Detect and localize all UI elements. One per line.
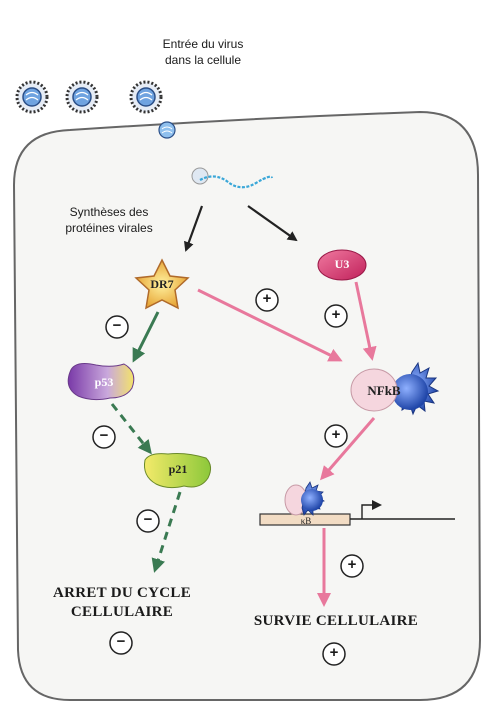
- minus-sign-circle: [92, 425, 116, 449]
- synthesis-label: Synthèses des protéines virales: [44, 204, 174, 236]
- plus-sign-circle: [322, 642, 346, 666]
- cell-cycle-arrest-label: ARRET DU CYCLE CELLULAIRE: [22, 584, 222, 622]
- u3-ellipse: [317, 249, 367, 281]
- synthesis-line1: Synthèses des: [69, 205, 149, 219]
- plus-sign-circle: [324, 304, 348, 328]
- virus-entry-label: Entrée du virus dans la cellule: [138, 36, 268, 68]
- dna-with-nfkb: [259, 481, 455, 526]
- plus-sign: +: [347, 556, 357, 573]
- u3-label: U3: [334, 257, 350, 271]
- plus-sign-circle: [255, 288, 279, 312]
- arrow-to-u3: [247, 205, 298, 242]
- p21-protein: [144, 453, 212, 489]
- minus-sign: −: [116, 633, 126, 650]
- virus-entry-line2: dans la cellule: [164, 53, 242, 67]
- arrest-line2: CELLULAIRE: [70, 604, 174, 620]
- minus-sign-circle: [105, 315, 129, 339]
- arrow-u3-to-nfkb: [354, 281, 377, 361]
- nfkb-complex: [350, 361, 440, 416]
- plus-sign-circle: [324, 424, 348, 448]
- virus-capsid-entering: [158, 121, 176, 139]
- virus-particle: [129, 80, 163, 114]
- p21-label: p21: [168, 462, 188, 476]
- minus-sign-circle: [136, 509, 160, 533]
- virus-particle: [15, 80, 49, 114]
- plus-sign-circle: [340, 554, 364, 578]
- arrow-dr7-to-nfkb: [197, 288, 343, 362]
- minus-sign: −: [143, 511, 153, 528]
- arrest-line1: ARRET DU CYCLE: [52, 585, 192, 601]
- minus-sign: −: [112, 317, 122, 334]
- arrow-p53-to-p21: [110, 403, 152, 455]
- synthesis-line2: protéines virales: [65, 221, 153, 235]
- arrow-dr7-to-p53: [132, 311, 160, 363]
- minus-sign-circle: [109, 631, 133, 655]
- viral-genome: [191, 167, 274, 189]
- virus-particle: [65, 80, 99, 114]
- dr7-star: [134, 258, 190, 310]
- plus-sign: +: [331, 306, 341, 323]
- plus-sign: +: [262, 290, 272, 307]
- p53-label: p53: [94, 375, 114, 389]
- p53-protein: [67, 363, 135, 401]
- dr7-label: DR7: [150, 277, 174, 291]
- arrow-nfkb-to-dna: [320, 417, 376, 481]
- arrow-to-dr7: [184, 205, 204, 252]
- cell-survival-label: SURVIE CELLULAIRE: [253, 613, 419, 629]
- plus-sign: +: [329, 644, 339, 661]
- virus-entry-line1: Entrée du virus: [162, 37, 244, 51]
- nfkb-label: NFkB: [367, 383, 401, 398]
- kb-label: κB: [300, 516, 312, 526]
- minus-sign: −: [99, 427, 109, 444]
- plus-sign: +: [331, 426, 341, 443]
